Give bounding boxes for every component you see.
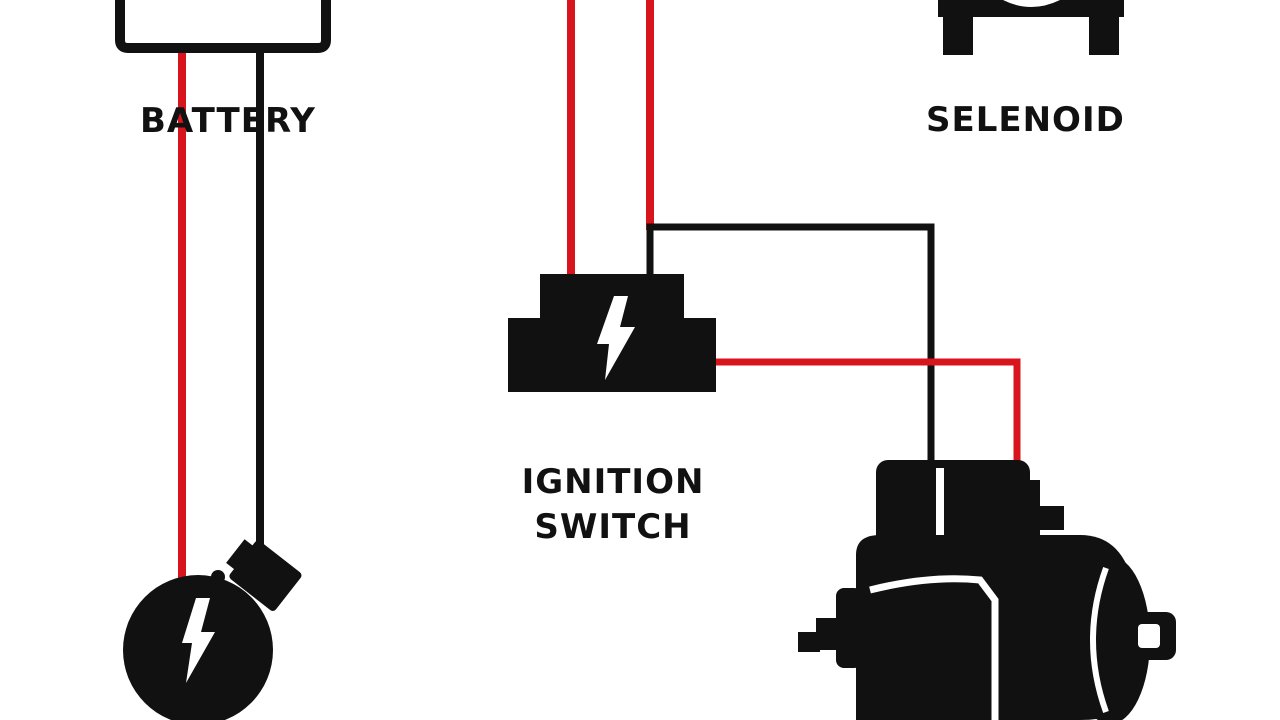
ignition-switch-icon <box>508 274 716 392</box>
alternator-icon <box>123 539 302 720</box>
selenoid-icon <box>938 0 1124 55</box>
ignition-ground-wire <box>646 223 935 469</box>
starter-signal-wire <box>711 358 1021 469</box>
battery-icon <box>115 0 331 53</box>
ignition-switch-label-line2: SWITCH <box>534 507 692 547</box>
wires <box>178 0 1021 589</box>
selenoid-label: SELENOID <box>926 100 1125 140</box>
battery-label: BATTERY <box>140 101 316 141</box>
ignition-switch-label-line1: IGNITION <box>521 462 705 502</box>
starter-motor-icon <box>798 460 1176 720</box>
ignition-switch-label: IGNITION SWITCH <box>503 460 723 550</box>
lightning-bolt-icon <box>597 296 635 380</box>
